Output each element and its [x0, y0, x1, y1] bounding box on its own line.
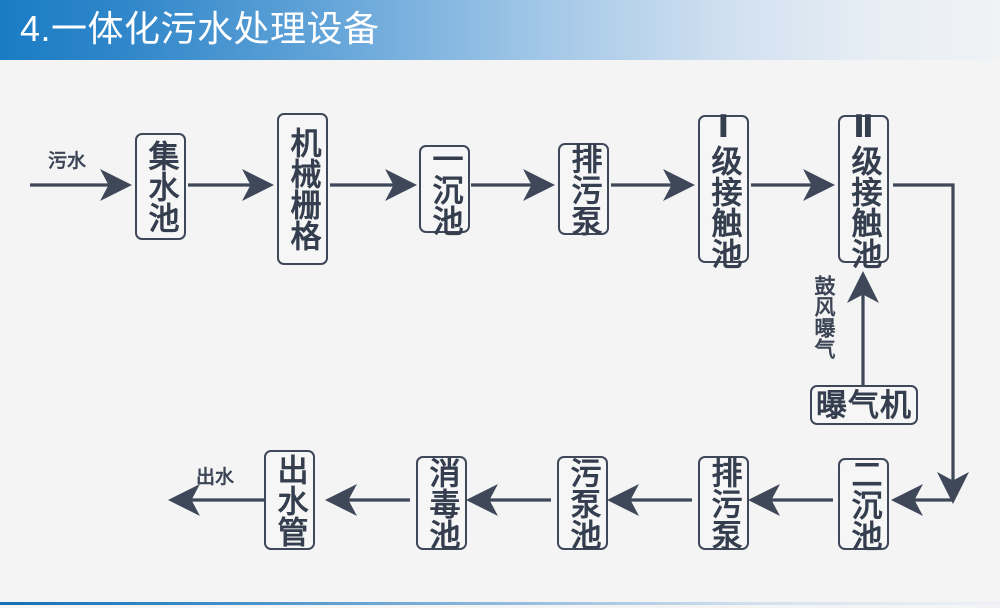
node-disinfection-tank[interactable]: 消毒池 — [416, 456, 467, 550]
process-flow-diagram: 污水 出水 鼓风曝气 集水池 机械栅格 一沉池 排污泵 Ⅰ级接触池 Ⅱ级接触池 … — [0, 60, 1000, 602]
node-sludge-pump-tank-label: 污泵池 — [565, 456, 601, 550]
node-mechanical-grate-label: 机械栅格 — [285, 127, 321, 251]
node-aerator-label: 曝气机 — [816, 387, 912, 423]
connector-contact2-to-secondary — [893, 183, 969, 504]
node-contact-tank-1-label: Ⅰ级接触池 — [706, 109, 742, 269]
node-contact-tank-1[interactable]: Ⅰ级接触池 — [698, 109, 749, 269]
node-primary-sedimentation-tank[interactable]: 一沉池 — [419, 142, 470, 236]
node-contact-tank-2-label: Ⅱ级接触池 — [846, 109, 882, 269]
node-sewage-pump-top-label: 排污泵 — [566, 142, 602, 236]
node-collection-tank-label: 集水池 — [143, 140, 179, 233]
page-title: 4.一体化污水处理设备 — [20, 8, 380, 49]
node-secondary-sedimentation-tank-label: 二沉池 — [846, 457, 882, 551]
footer-accent-rule — [0, 602, 1000, 605]
node-sewage-pump-top[interactable]: 排污泵 — [558, 142, 609, 236]
page-header: 4.一体化污水处理设备 — [0, 0, 1000, 60]
node-outlet-pipe-label: 出水管 — [272, 453, 308, 547]
node-contact-tank-2[interactable]: Ⅱ级接触池 — [838, 109, 889, 269]
node-disinfection-tank-label: 消毒池 — [424, 456, 460, 550]
node-mechanical-grate[interactable]: 机械栅格 — [277, 113, 328, 265]
node-primary-sedimentation-tank-label: 一沉池 — [427, 142, 463, 236]
node-outlet-pipe[interactable]: 出水管 — [264, 450, 315, 550]
node-secondary-sedimentation-tank[interactable]: 二沉池 — [838, 457, 889, 551]
node-aerator[interactable]: 曝气机 — [810, 385, 918, 425]
node-collection-tank[interactable]: 集水池 — [135, 133, 186, 240]
outlet-label: 出水 — [196, 467, 235, 488]
node-sludge-pump-tank[interactable]: 污泵池 — [557, 456, 608, 550]
node-sewage-pump-bottom[interactable]: 排污泵 — [698, 456, 749, 550]
aeration-label: 鼓风曝气 — [812, 275, 835, 359]
inlet-label: 污水 — [48, 151, 87, 172]
node-sewage-pump-bottom-label: 排污泵 — [706, 456, 742, 550]
flow-connectors — [30, 169, 969, 516]
